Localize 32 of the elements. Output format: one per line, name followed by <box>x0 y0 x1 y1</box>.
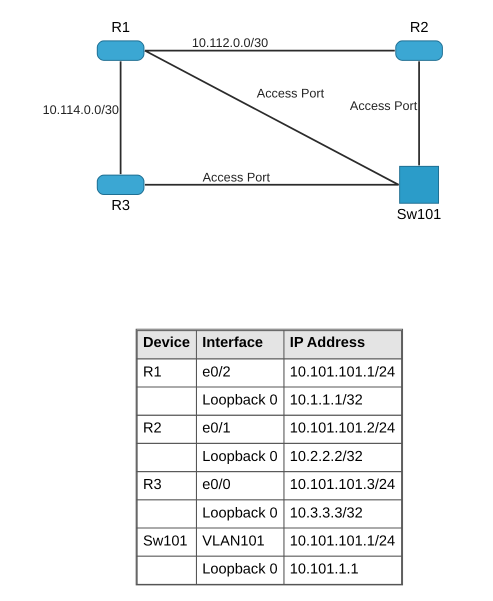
label: Loopback 0 <box>202 448 278 465</box>
label: Loopback 0 <box>202 392 278 409</box>
edge-label: Access Port <box>256 86 324 101</box>
label: 10.101.101.2/24 <box>289 420 395 437</box>
label: Loopback 0 <box>202 505 278 522</box>
label: e0/1 <box>202 420 230 437</box>
label: 10.101.101.3/24 <box>289 477 395 494</box>
edge-label: 10.114.0.0/30 <box>42 103 118 118</box>
label: IP Address <box>289 335 365 352</box>
edge-label: Access Port <box>202 170 270 184</box>
label: 10.101.101.1/24 <box>289 364 395 380</box>
edge-label: 10.112.0.0/30 <box>191 36 268 50</box>
label: 10.101.101.1/24 <box>289 534 395 550</box>
node-label: Sw101 <box>396 206 441 223</box>
label: R1 <box>142 364 162 380</box>
label: VLAN101 <box>202 534 264 550</box>
label: Device <box>142 335 190 352</box>
label: R3 <box>142 477 162 494</box>
label: Sw101 <box>142 534 188 550</box>
label: 10.3.3.3/32 <box>289 505 362 522</box>
label: 10.2.2.2/32 <box>289 448 362 465</box>
label: 10.1.1.1/32 <box>289 392 362 409</box>
node-label: R1 <box>110 20 130 36</box>
label: Interface <box>202 335 263 352</box>
label: Loopback 0 <box>202 562 278 578</box>
edge-label: Access Port <box>349 98 417 113</box>
label: R2 <box>142 420 162 437</box>
label: 10.101.1.1 <box>289 562 358 578</box>
node-label: R3 <box>110 198 130 214</box>
label: e0/2 <box>202 364 230 380</box>
label: e0/0 <box>202 477 230 494</box>
node-label: R2 <box>409 20 428 36</box>
